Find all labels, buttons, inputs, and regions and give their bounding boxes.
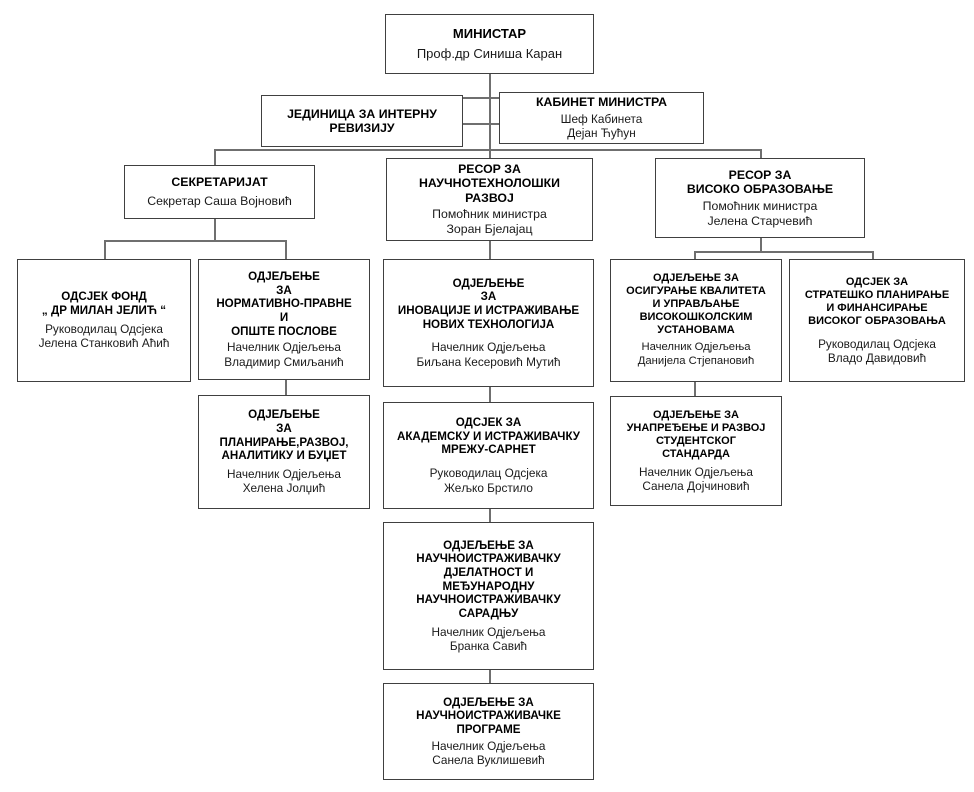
node-dept-research-programs-sub: Начелник Одјељења Санела Вуклишевић [431, 738, 546, 767]
connector-level3-bar [214, 149, 761, 151]
connector-strategic-stem [872, 251, 874, 259]
connector-normative-to-planning [285, 380, 287, 395]
node-dept-research-intl[interactable]: ОДЈЕЉЕЊЕ ЗА НАУЧНОИСТРАЖИВАЧКУ ДЈЕЛАТНОС… [383, 522, 594, 670]
node-minister-sub: Проф.др Синиша Каран [416, 45, 563, 61]
node-fund-milan-jelic-sub: Руководилац Одсјека Јелена Станковић Аћи… [38, 321, 170, 351]
connector-highered-stem [760, 149, 762, 158]
connector-secretariat-children-bar [104, 240, 285, 242]
connector-secretariat-down [214, 219, 216, 240]
connector-minister-stem [489, 74, 491, 98]
node-sector-scitech[interactable]: РЕСОР ЗА НАУЧНОТЕХНОЛОШКИ РАЗВОЈ Помоћни… [386, 158, 593, 241]
node-minister-cabinet[interactable]: КАБИНЕТ МИНИСТРА Шеф Кабинета Дејан Ћућу… [499, 92, 704, 144]
connector-quality-stem [694, 251, 696, 259]
node-dept-research-intl-sub: Начелник Одјељења Бранка Савић [431, 624, 546, 654]
node-dept-planning-budget-title: ОДЈЕЉЕЊЕ ЗА ПЛАНИРАЊЕ,РАЗВОЈ, АНАЛИТИКУ … [219, 408, 349, 463]
node-sector-scitech-title: РЕСОР ЗА НАУЧНОТЕХНОЛОШКИ РАЗВОЈ [419, 161, 560, 205]
connector-highered-children-bar [694, 251, 872, 253]
node-minister-cabinet-sub: Шеф Кабинета Дејан Ћућун [560, 111, 643, 141]
connector-minister-trunk [489, 97, 491, 149]
node-dept-innovation-title: ОДЈЕЉЕЊЕ ЗА ИНОВАЦИЈЕ И ИСТРАЖИВАЊЕ НОВИ… [397, 276, 580, 331]
node-internal-audit[interactable]: ЈЕДИНИЦА ЗА ИНТЕРНУ РЕВИЗИЈУ [261, 95, 463, 147]
node-dept-research-programs-title: ОДЈЕЉЕЊЕ ЗА НАУЧНОИСТРАЖИВАЧКЕ ПРОГРАМЕ [416, 695, 561, 736]
node-dept-quality-assurance-sub: Начелник Одјељења Данијела Стјепановић [637, 341, 755, 367]
node-secretariat-sub: Секретар Саша Војновић [147, 193, 292, 208]
node-secretariat-title: СЕКРЕТАРИЈАТ [171, 175, 268, 190]
node-dept-sarnet-title: ОДСЈЕК ЗА АКАДЕМСКУ И ИСТРАЖИВАЧКУ МРЕЖУ… [396, 416, 581, 457]
node-dept-strategic-planning-sub: Руководилац Одсјека Владо Давидовић [818, 336, 936, 365]
node-dept-quality-assurance[interactable]: ОДЈЕЉЕЊЕ ЗА ОСИГУРАЊЕ КВАЛИТЕТА И УПРАВЉ… [610, 259, 782, 382]
node-fund-milan-jelic[interactable]: ОДСЈЕК ФОНД „ ДР МИЛАН ЈЕЛИЋ “ Руководил… [17, 259, 191, 382]
node-minister-cabinet-title: КАБИНЕТ МИНИСТРА [536, 95, 667, 110]
connector-secretariat-stem [214, 149, 216, 165]
node-minister[interactable]: МИНИСТАР Проф.др Синиша Каран [385, 14, 594, 74]
node-dept-strategic-planning[interactable]: ОДСЈЕК ЗА СТРАТЕШКО ПЛАНИРАЊЕ И ФИНАНСИР… [789, 259, 965, 382]
node-sector-highered-title: РЕСОР ЗА ВИСОКО ОБРАЗОВАЊЕ [686, 167, 834, 197]
node-dept-innovation[interactable]: ОДЈЕЉЕЊЕ ЗА ИНОВАЦИЈЕ И ИСТРАЖИВАЊЕ НОВИ… [383, 259, 594, 387]
node-dept-student-standard-sub: Начелник Одјељења Санела Дојчиновић [639, 464, 753, 493]
connector-highered-down [760, 238, 762, 251]
node-internal-audit-title: ЈЕДИНИЦА ЗА ИНТЕРНУ РЕВИЗИЈУ [287, 106, 437, 136]
connector-scitech-down [489, 241, 491, 259]
connector-quality-to-student [694, 382, 696, 396]
node-dept-innovation-sub: Начелник Одјељења Биљана Кесеровић Мутић [416, 340, 561, 369]
connector-research-to-programs [489, 670, 491, 683]
node-sector-highered-sub: Помоћник министра Јелена Старчевић [702, 198, 818, 228]
connector-innovation-to-sarnet [489, 387, 491, 402]
connector-fund-stem [104, 240, 106, 259]
node-dept-research-intl-title: ОДЈЕЉЕЊЕ ЗА НАУЧНОИСТРАЖИВАЧКУ ДЈЕЛАТНОС… [416, 538, 561, 620]
node-dept-quality-assurance-title: ОДЈЕЉЕЊЕ ЗА ОСИГУРАЊЕ КВАЛИТЕТА И УПРАВЉ… [626, 272, 766, 337]
node-dept-normative-legal[interactable]: ОДЈЕЉЕЊЕ ЗА НОРМАТИВНО-ПРАВНЕ И ОПШТЕ ПО… [198, 259, 370, 380]
node-sector-highered[interactable]: РЕСОР ЗА ВИСОКО ОБРАЗОВАЊЕ Помоћник мини… [655, 158, 865, 238]
connector-sarnet-to-research [489, 509, 491, 522]
connector-level2-bar [328, 97, 653, 99]
node-dept-sarnet-sub: Руководилац Одсјека Жељко Брстило [429, 466, 548, 495]
node-minister-title: МИНИСТАР [452, 26, 527, 42]
node-fund-milan-jelic-title: ОДСЈЕК ФОНД „ ДР МИЛАН ЈЕЛИЋ “ [41, 290, 167, 318]
connector-audit-cabinet-link [463, 123, 499, 125]
node-dept-student-standard[interactable]: ОДЈЕЉЕЊЕ ЗА УНАПРЕЂЕЊЕ И РАЗВОЈ СТУДЕНТС… [610, 396, 782, 506]
node-dept-research-programs[interactable]: ОДЈЕЉЕЊЕ ЗА НАУЧНОИСТРАЖИВАЧКЕ ПРОГРАМЕ … [383, 683, 594, 780]
node-dept-planning-budget-sub: Начелник Одјељења Хелена Јолџић [227, 466, 341, 496]
node-sector-scitech-sub: Помоћник министра Зоран Бјелајац [432, 207, 547, 237]
node-dept-student-standard-title: ОДЈЕЉЕЊЕ ЗА УНАПРЕЂЕЊЕ И РАЗВОЈ СТУДЕНТС… [626, 408, 766, 460]
node-dept-normative-legal-sub: Начелник Одјељења Владимир Смиљанић [224, 340, 344, 369]
node-dept-strategic-planning-title: ОДСЈЕК ЗА СТРАТЕШКО ПЛАНИРАЊЕ И ФИНАНСИР… [804, 275, 950, 327]
node-secretariat[interactable]: СЕКРЕТАРИЈАТ Секретар Саша Војновић [124, 165, 315, 219]
node-dept-sarnet[interactable]: ОДСЈЕК ЗА АКАДЕМСКУ И ИСТРАЖИВАЧКУ МРЕЖУ… [383, 402, 594, 509]
node-dept-planning-budget[interactable]: ОДЈЕЉЕЊЕ ЗА ПЛАНИРАЊЕ,РАЗВОЈ, АНАЛИТИКУ … [198, 395, 370, 509]
connector-normative-stem [285, 240, 287, 259]
node-dept-normative-legal-title: ОДЈЕЉЕЊЕ ЗА НОРМАТИВНО-ПРАВНЕ И ОПШТЕ ПО… [216, 269, 352, 338]
connector-scitech-stem [489, 149, 491, 158]
